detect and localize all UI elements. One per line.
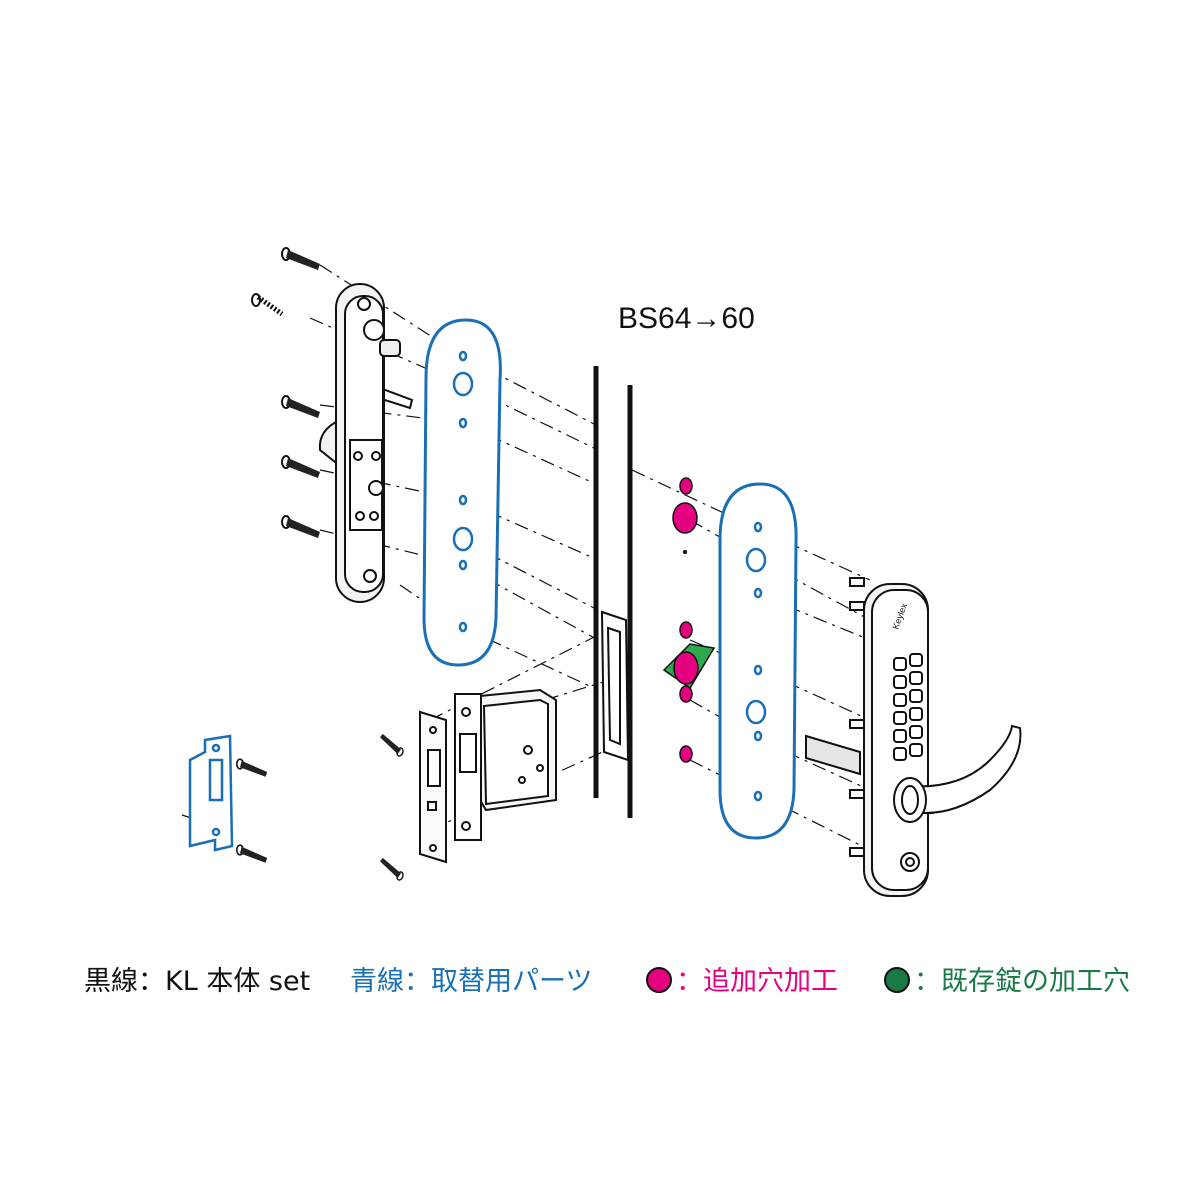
keypad-lock-unit: Keylex: [805, 577, 929, 897]
lever-handle: [893, 724, 1022, 823]
blue-outer-adapter-plate: [718, 482, 798, 840]
inner-handle-backplate: [318, 283, 414, 603]
screw-icon: [236, 758, 269, 864]
added-hole-marker: [672, 477, 698, 763]
backset-dimension-label: BS64→60: [618, 302, 755, 335]
mortise-lock-body: [419, 688, 557, 864]
existing-hole-marker: [662, 550, 716, 690]
legend-green-label: ：既存錠の加工穴: [914, 966, 1130, 997]
screw-icon: [375, 732, 408, 882]
strike-plate: [188, 734, 234, 852]
screw-icon: [251, 247, 321, 539]
green-dot-icon: [884, 967, 910, 993]
legend-magenta: ：追加穴加工: [646, 966, 838, 998]
legend-black-line: 黒線：KL 本体 set: [84, 966, 311, 997]
legend-blue-line: 青線：取替用パーツ: [350, 966, 593, 997]
legend-green: ：既存錠の加工穴: [884, 966, 1130, 998]
magenta-dot-icon: [646, 967, 672, 993]
door-panel: [593, 366, 633, 818]
legend-magenta-label: ：追加穴加工: [676, 966, 838, 997]
blue-inner-adapter-plate: [422, 318, 502, 667]
door-strike-cutout: [600, 610, 630, 762]
